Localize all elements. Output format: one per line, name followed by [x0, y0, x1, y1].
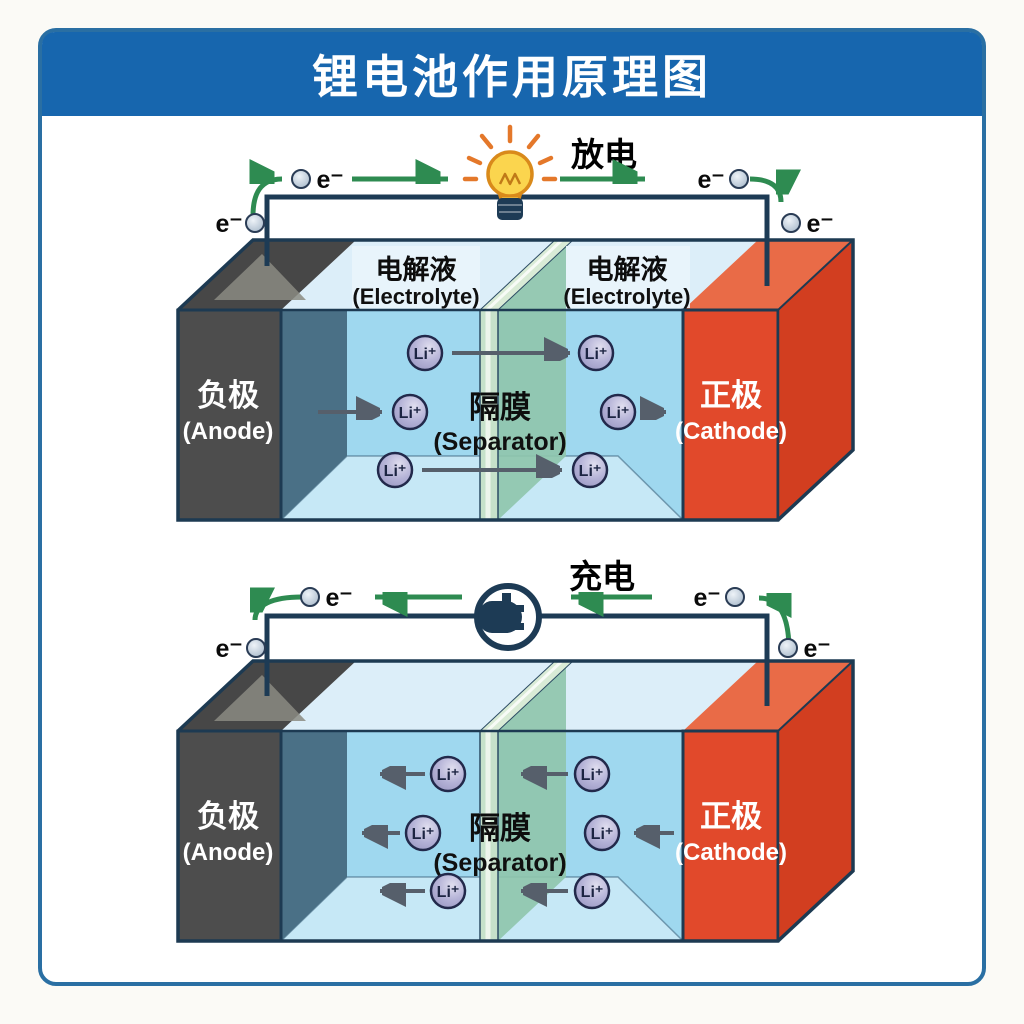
svg-text:Li⁺: Li⁺ [581, 884, 604, 901]
electrolyte-label-en: (Electrolyte) [352, 284, 479, 309]
electron [725, 587, 745, 607]
page-title: 锂电池作用原理图 [312, 51, 712, 103]
svg-text:Li⁺: Li⁺ [437, 884, 460, 901]
cathode-label-en: (Cathode) [675, 418, 787, 445]
svg-text:Li⁺: Li⁺ [414, 346, 437, 363]
lithium-ion: Li⁺ [599, 393, 637, 431]
electron-label: e⁻ [697, 166, 724, 194]
lithium-ion: Li⁺ [391, 393, 429, 431]
electron [729, 169, 749, 189]
electron [245, 213, 265, 233]
electrolyte-label-panel [566, 246, 690, 308]
lithium-ion: Li⁺ [376, 451, 414, 489]
electron-label: e⁻ [325, 584, 352, 612]
electron [781, 213, 801, 233]
electrolyte-label-panel [352, 246, 480, 308]
light-bulb-icon [462, 124, 558, 220]
lithium-ion: Li⁺ [429, 872, 467, 910]
separator-label-zh: 隔膜 [469, 390, 531, 425]
svg-text:Li⁺: Li⁺ [581, 767, 604, 784]
electron-label: e⁻ [806, 210, 833, 238]
charge-label: 充电 [569, 558, 635, 595]
anode-label-zh: 负极 [197, 799, 259, 834]
svg-text:Li⁺: Li⁺ [412, 826, 435, 843]
charge-diagram: 充电 e⁻ e⁻ e⁻ e⁻ 负极 (Anode) 隔膜 (Separator)… [176, 558, 855, 943]
lithium-ion: Li⁺ [573, 755, 611, 793]
electron-label: e⁻ [803, 635, 830, 663]
anode-label-en: (Anode) [183, 839, 274, 866]
svg-text:Li⁺: Li⁺ [437, 767, 460, 784]
lithium-ion: Li⁺ [404, 814, 442, 852]
lithium-ion: Li⁺ [571, 451, 609, 489]
electron [246, 638, 266, 658]
electron-flow-arrow [749, 179, 781, 203]
electron [291, 169, 311, 189]
lithium-ion: Li⁺ [577, 334, 615, 372]
separator-label-en: (Separator) [433, 428, 566, 456]
svg-text:Li⁺: Li⁺ [384, 463, 407, 480]
lithium-ion: Li⁺ [406, 334, 444, 372]
electron-label: e⁻ [215, 210, 242, 238]
svg-text:Li⁺: Li⁺ [591, 826, 614, 843]
svg-text:Li⁺: Li⁺ [579, 463, 602, 480]
discharge-label: 放电 [571, 136, 637, 173]
electrolyte-label-zh: 电解液 [376, 255, 457, 285]
cathode-label-zh: 正极 [700, 799, 762, 834]
electron-flow-arrow [255, 597, 303, 621]
svg-text:Li⁺: Li⁺ [585, 346, 608, 363]
cathode-label-en: (Cathode) [675, 839, 787, 866]
lithium-ion: Li⁺ [429, 755, 467, 793]
electron-label: e⁻ [215, 635, 242, 663]
electron-label: e⁻ [316, 166, 343, 194]
anode-label-zh: 负极 [197, 378, 259, 413]
electrolyte-label-en: (Electrolyte) [563, 284, 690, 309]
svg-text:Li⁺: Li⁺ [607, 405, 630, 422]
lithium-ion: Li⁺ [573, 872, 611, 910]
electron-flow-arrow [253, 179, 283, 217]
electrolyte-label-zh: 电解液 [587, 255, 668, 285]
cathode-label-zh: 正极 [700, 378, 762, 413]
lithium-ion: Li⁺ [583, 814, 621, 852]
svg-text:Li⁺: Li⁺ [399, 405, 422, 422]
title-bar: 锂电池作用原理图 [42, 32, 982, 116]
power-plug-icon [474, 583, 542, 651]
electron [300, 587, 320, 607]
separator-label-en: (Separator) [433, 849, 566, 877]
electron-label: e⁻ [693, 584, 720, 612]
anode-label-en: (Anode) [183, 418, 274, 445]
separator-label-zh: 隔膜 [469, 811, 531, 846]
electron [778, 638, 798, 658]
discharge-diagram: 放电 e⁻ e⁻ e⁻ e⁻ 电解液 (Electrolyte) 电解液 (El… [176, 124, 855, 522]
